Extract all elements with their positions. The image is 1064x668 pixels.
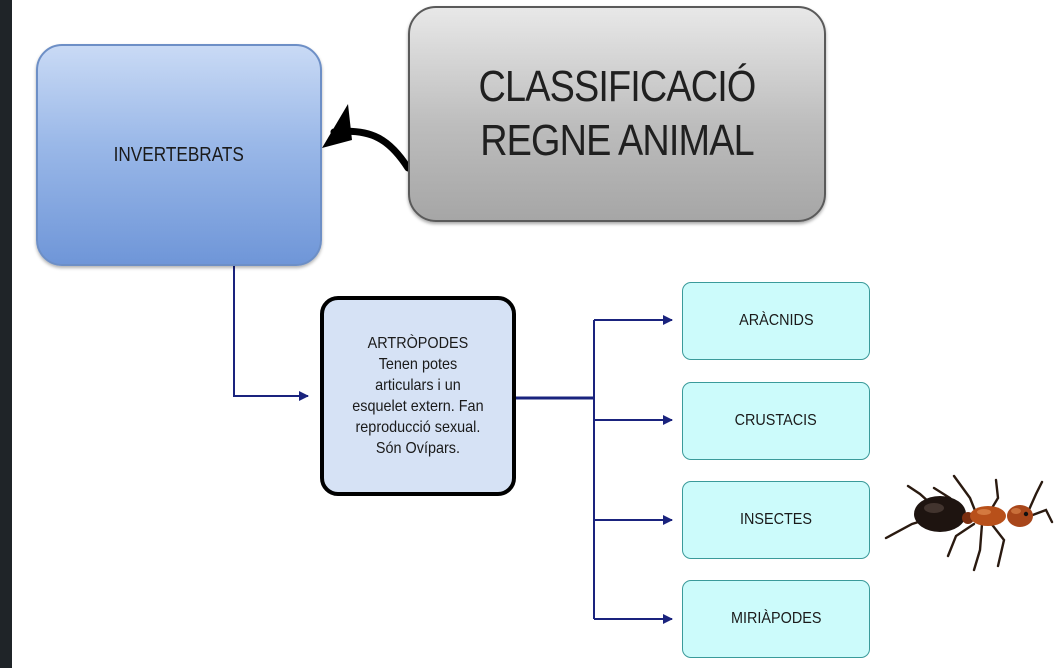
group-desc-line-5: Són Ovípars. <box>375 440 461 457</box>
title-text: CLASSIFICACIÓ REGNE ANIMAL <box>478 60 757 168</box>
class-node-label: INSECTES <box>739 511 812 528</box>
connector-layer <box>233 104 673 624</box>
class-node-aracnids: ARÀCNIDS <box>682 282 870 360</box>
title-line-1: CLASSIFICACIÓ <box>478 62 757 111</box>
ant-image <box>884 474 1054 572</box>
root-node-label: INVERTEBRATS <box>113 143 245 166</box>
title-line-2: REGNE ANIMAL <box>480 116 754 165</box>
class-node-label: CRUSTACIS <box>734 412 818 429</box>
root-to-group-connector <box>233 266 309 401</box>
group-node-name: ARTRÒPODES <box>367 335 469 352</box>
title-box: CLASSIFICACIÓ REGNE ANIMAL <box>408 6 826 222</box>
title-to-root-arrowhead <box>322 104 352 148</box>
group-desc-line-1: Tenen potes <box>378 356 458 373</box>
class-node-label: MIRIÀPODES <box>730 610 822 627</box>
group-desc-line-4: reproducció sexual. <box>355 419 481 436</box>
class-node-insectes: INSECTES <box>682 481 870 559</box>
group-node-artropodes: ARTRÒPODES Tenen potes articulars i un e… <box>320 296 516 496</box>
group-node-text: ARTRÒPODES Tenen potes articulars i un e… <box>352 333 483 459</box>
class-node-crustacis: CRUSTACIS <box>682 382 870 460</box>
group-desc-line-3: esquelet extern. Fan <box>352 398 484 415</box>
root-node-invertebrats: INVERTEBRATS <box>36 44 322 266</box>
group-desc-line-2: articulars i un <box>375 377 461 394</box>
class-node-miriapodes: MIRIÀPODES <box>682 580 870 658</box>
diagram-canvas: CLASSIFICACIÓ REGNE ANIMAL INVERTEBRATS … <box>12 0 1064 668</box>
class-node-label: ARÀCNIDS <box>738 312 814 329</box>
